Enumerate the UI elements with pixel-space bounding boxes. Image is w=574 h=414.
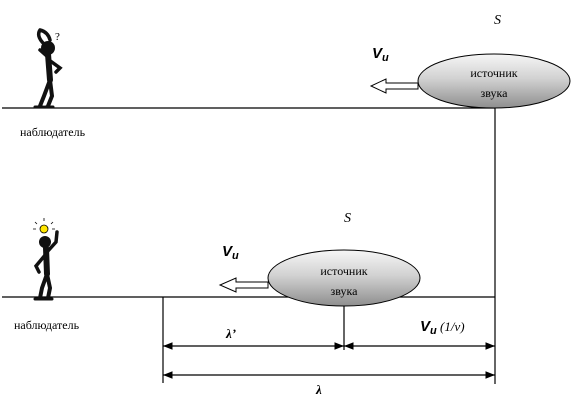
idea-observer-icon bbox=[33, 218, 59, 301]
lambda-prime-label: λ’ bbox=[225, 326, 236, 341]
velocity-arrow-icon-top bbox=[369, 78, 419, 94]
source-label-bottom-line2: звука bbox=[331, 284, 359, 298]
lambda-label: λ bbox=[315, 382, 322, 397]
observer-label-bottom: наблюдатель bbox=[14, 318, 80, 332]
source-letter-top: S bbox=[494, 13, 501, 28]
observer-label-top: наблюдатель bbox=[20, 125, 86, 139]
source-letter-bottom: S bbox=[344, 211, 351, 226]
source-label-bottom-line1: источник bbox=[320, 264, 367, 278]
velocity-label-top: Vu bbox=[372, 45, 389, 64]
source-label-top-line1: источник bbox=[470, 66, 517, 80]
thinking-observer-icon bbox=[33, 28, 63, 109]
vu-period-label: Vu (1/ν) bbox=[420, 318, 465, 337]
velocity-label-bottom: Vu bbox=[222, 243, 239, 262]
velocity-arrow-icon-bottom bbox=[218, 277, 269, 293]
source-label-top-line2: звука bbox=[481, 86, 509, 100]
sound-source-ellipse-top bbox=[417, 53, 571, 109]
question-mark: ? bbox=[55, 31, 60, 43]
